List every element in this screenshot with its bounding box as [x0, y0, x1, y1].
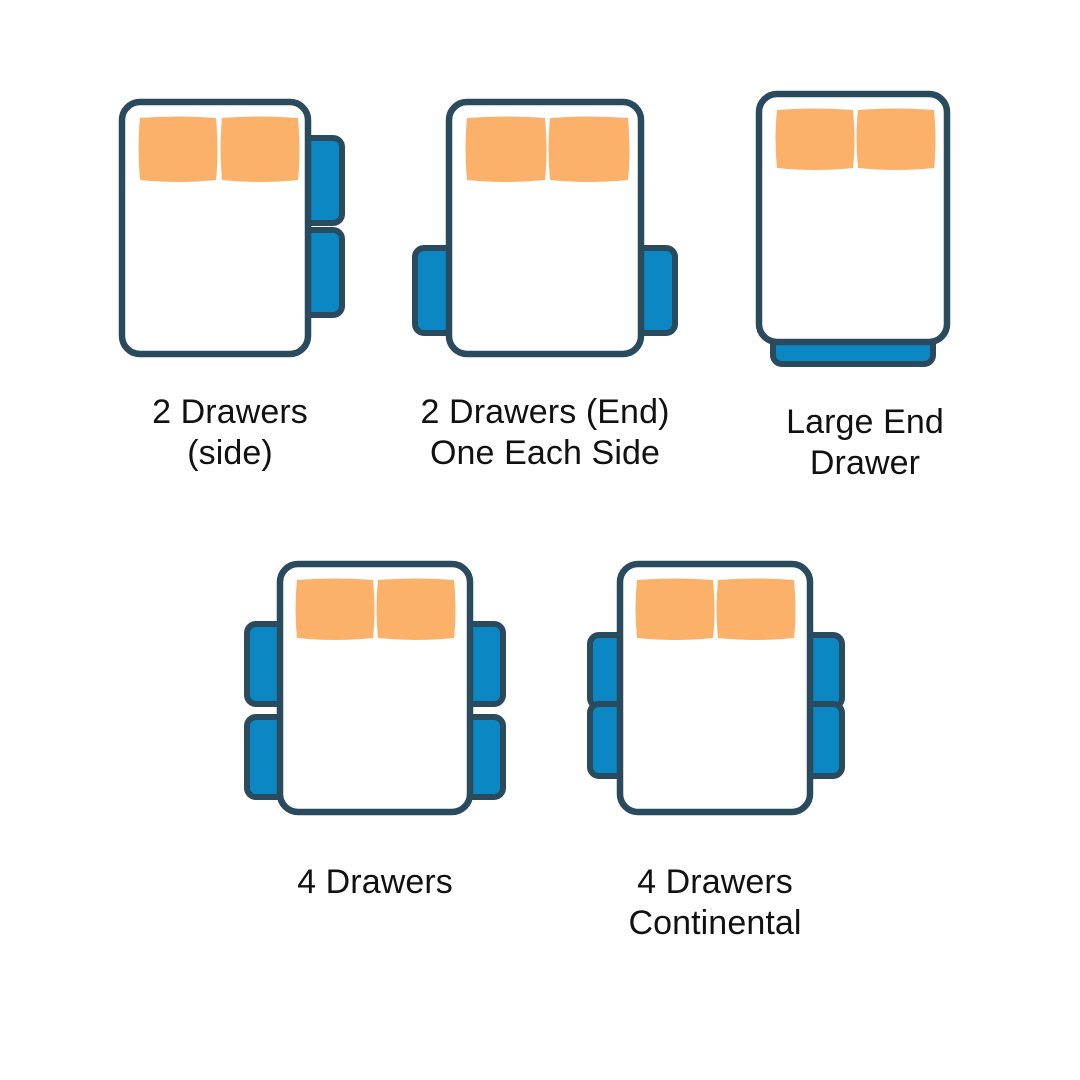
- caption-two-drawers-side: 2 Drawers (side): [152, 393, 308, 472]
- pillow-right: [716, 578, 796, 640]
- pillow-right: [548, 116, 630, 182]
- caption-large-end-drawer: Large End Drawer: [786, 403, 944, 482]
- caption-two-drawers-end: 2 Drawers (End) One Each Side: [420, 393, 670, 472]
- caption-four-drawers: 4 Drawers: [297, 863, 453, 901]
- bed-figure-four-drawers[interactable]: [235, 552, 515, 827]
- pillow-left: [465, 116, 547, 182]
- pillow-group: [465, 116, 630, 182]
- pillow-left: [775, 108, 855, 170]
- pillow-right: [220, 116, 300, 182]
- caption-four-drawers-continental: 4 Drawers Continental: [628, 863, 802, 942]
- pillow-right: [856, 108, 936, 170]
- pillow-left: [138, 116, 218, 182]
- pillow-group: [775, 108, 936, 170]
- pillow-right: [376, 578, 456, 640]
- bed-figure-two-drawers-side[interactable]: [100, 88, 360, 368]
- pillow-group: [635, 578, 796, 640]
- pillow-group: [138, 116, 300, 182]
- bed-figure-four-drawers-continental[interactable]: [578, 552, 853, 827]
- pillow-left: [635, 578, 715, 640]
- pillow-left: [295, 578, 375, 640]
- bed-figure-two-drawers-end[interactable]: [405, 88, 685, 368]
- pillow-group: [295, 578, 456, 640]
- bed-figure-large-end-drawer[interactable]: [745, 80, 975, 380]
